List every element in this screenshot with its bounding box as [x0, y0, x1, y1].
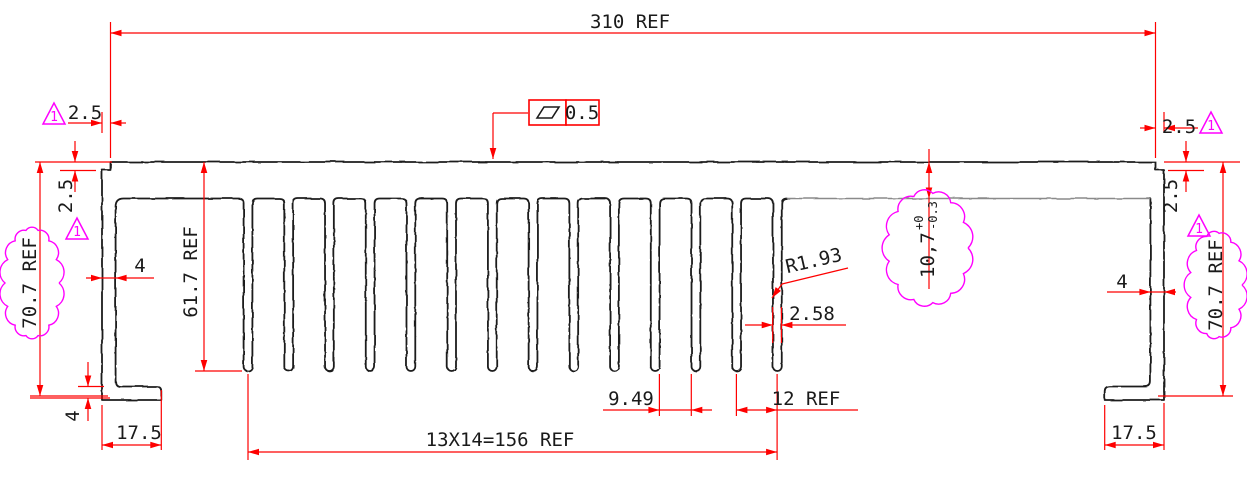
dim-fin-gap: 9.49 — [608, 388, 654, 410]
triangle-icon — [1186, 213, 1212, 237]
dimension-arrowheads — [36, 29, 1227, 456]
revision-clouds — [0, 189, 1247, 340]
dim-overall-width: 310 REF — [590, 11, 670, 33]
dim-fin-root-radius: R1.93 — [783, 244, 844, 278]
flatness-control-frame: 0.5 — [528, 99, 600, 126]
cloud-left-overall-height — [0, 226, 65, 340]
dim-left-foot-thickness: 4 — [62, 410, 84, 421]
gdt-symbol-cell — [528, 99, 567, 126]
dim-fin-span: 13X14=156 REF — [426, 429, 575, 451]
revision-number: 1 — [1195, 222, 1203, 237]
dim-left-wall-thickness: 4 — [134, 255, 145, 277]
dim-base-thickness: 10,7 — [917, 232, 939, 278]
revision-triangle-right: 1 — [1186, 213, 1212, 237]
dim-fin-height: 61.7 REF — [180, 226, 202, 318]
triangle-icon — [1198, 110, 1224, 134]
flatness-value: 0.5 — [565, 102, 599, 124]
triangle-icon — [41, 101, 67, 125]
revision-number: 1 — [1207, 119, 1215, 134]
dim-left-step-width: 2.5 — [68, 102, 102, 124]
dim-right-wall-thickness: 4 — [1116, 271, 1127, 293]
dim-right-foot-width: 17.5 — [1111, 422, 1157, 444]
dim-left-step-depth: 2.5 — [55, 179, 77, 213]
dim-right-step-depth: 2.5 — [1160, 179, 1182, 213]
revision-triangle-left: 1 — [64, 216, 90, 240]
dim-base-tol-lower: -0.3 — [926, 201, 940, 230]
cloud-base-thickness — [881, 189, 974, 307]
profile-outline — [101, 161, 1165, 401]
revision-number: 1 — [73, 225, 81, 240]
dim-base-tol-upper: +0 — [912, 216, 926, 230]
dim-fin-pitch: 12 REF — [772, 388, 841, 410]
revision-triangle-top-right: 1 — [1198, 110, 1224, 134]
gdt-value-cell — [565, 99, 600, 126]
dim-fin-thickness: 2.58 — [789, 303, 835, 325]
flatness-icon — [535, 106, 561, 119]
drawing-geometry — [0, 22, 1247, 460]
dim-left-foot-width: 17.5 — [116, 422, 162, 444]
dim-left-overall-height: 70.7 REF — [19, 237, 41, 329]
dim-right-overall-height: 70.7 REF — [1205, 239, 1227, 331]
cloud-right-overall-height — [1183, 230, 1247, 340]
dim-base-thickness-group: 10,7 +0 -0.3 — [912, 201, 940, 278]
triangle-icon — [64, 216, 90, 240]
revision-triangle-top-left: 1 — [41, 101, 67, 125]
dim-right-step-width: 2.5 — [1162, 116, 1196, 138]
revision-number: 1 — [50, 110, 58, 125]
